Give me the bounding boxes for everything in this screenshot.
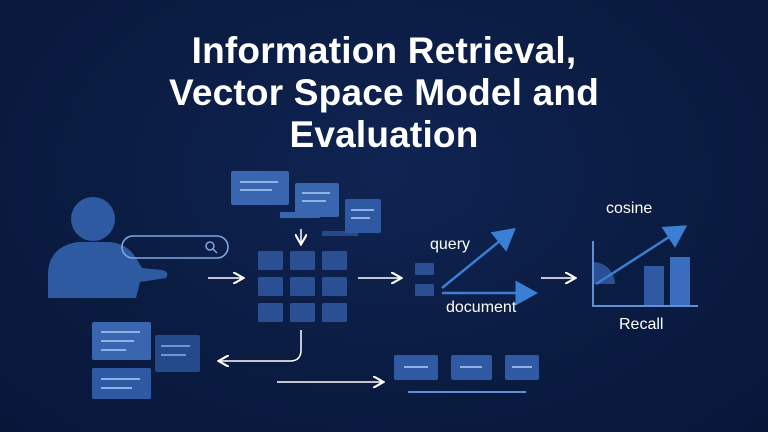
vector-blocks [415, 263, 434, 296]
page-title: Information Retrieval, Vector Space Mode… [0, 30, 768, 156]
document-icon [92, 368, 151, 399]
bar [670, 257, 690, 306]
document-icon [322, 199, 381, 236]
bar [644, 266, 664, 306]
document-icon [280, 183, 339, 218]
recall-label: Recall [619, 316, 664, 333]
return-arrow [220, 330, 302, 361]
cosine-sector [593, 262, 615, 306]
ranked-results [394, 355, 539, 393]
query-vector [441, 227, 516, 289]
title-line-3: Evaluation [289, 114, 479, 155]
title-line-2: Vector Space Model and [168, 72, 600, 113]
search-bar [121, 235, 229, 259]
document-icon [92, 322, 151, 360]
cosine-vector [595, 225, 688, 286]
document-icon [155, 335, 200, 372]
bar-chart-icon [592, 225, 698, 307]
title-line-1: Information Retrieval, [191, 30, 577, 71]
document-label: document [446, 299, 517, 316]
cosine-label: cosine [606, 200, 653, 217]
person-icon [48, 197, 168, 298]
search-icon [205, 241, 218, 254]
grid-icon [258, 251, 347, 322]
query-label: query [430, 236, 471, 253]
document-icon [231, 171, 289, 205]
